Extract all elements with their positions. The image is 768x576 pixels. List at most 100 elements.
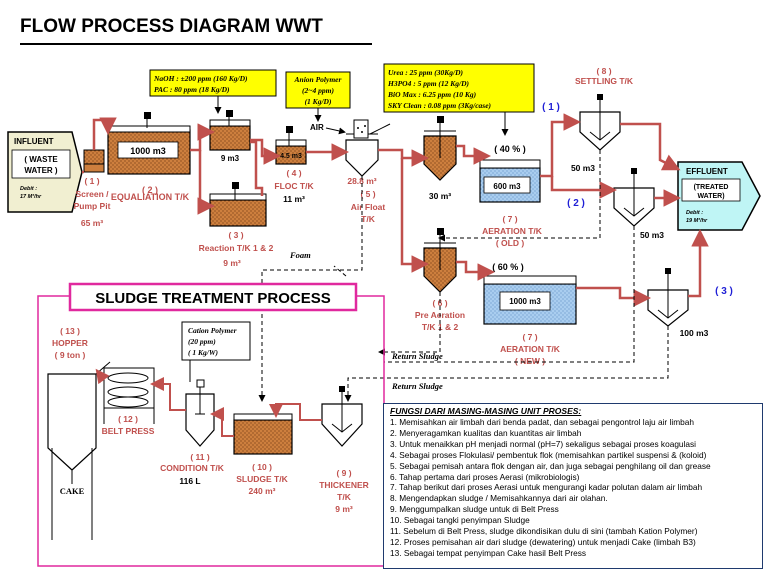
chem-box-3-line3: BiO Max : 6.25 ppm (10 Kg): [387, 90, 477, 99]
settling-series-1: ( 1 ): [542, 102, 560, 113]
legend-item: 8. Mengendapkan sludge / Memisahkannya d…: [390, 493, 608, 504]
equalization-vol: 1000 m3: [130, 146, 166, 156]
floc-num: ( 4 ): [286, 168, 301, 178]
hopper: ( 13 ) HOPPER ( 9 ton ) CAKE: [47, 326, 111, 540]
equalization-name: EQUALIATION T/K: [111, 192, 190, 202]
floc-vol-in: 4.5 m3: [280, 153, 302, 160]
settling-vol-3: 100 m3: [680, 328, 709, 338]
chem-box-1-line2: PAC : 80 ppm (18 Kg/D): [154, 85, 230, 94]
floc-tank: 4.5 m3 ( 4 ) FLOC T/K 11 m³: [274, 126, 314, 204]
thickener-num: ( 9 ): [336, 468, 351, 478]
legend-list: 1. Memisahkan air limbah dari benda pada…: [390, 417, 756, 559]
chem-box-nutrients: Urea : 25 ppm (30Kg/D) H3PO4 : 5 ppm (12…: [383, 63, 535, 113]
chem-box-3-line2: H3PO4 : 5 ppm (12 Kg/D): [387, 79, 470, 88]
legend-item: 6. Tahap pertama dari proses Aerasi (mik…: [390, 471, 580, 482]
foam-label: Foam: [289, 250, 311, 260]
legend-title: FUNGSI DARI MASING-MASING UNIT PROSES:: [390, 406, 582, 416]
thickener-name-2: T/K: [337, 492, 352, 502]
process-pipes: [82, 113, 709, 307]
equalization-num: ( 2 ): [142, 185, 158, 195]
sludge-tank: ( 10 ) SLUDGE T/K 240 m³: [233, 413, 293, 496]
legend-item: 7. Tahap berikut dari proses Aerasi untu…: [390, 482, 703, 493]
hopper-name: HOPPER: [52, 338, 88, 348]
aeration-old-name-2: ( OLD ): [496, 238, 524, 248]
return-sludge-label-1: Return Sludge: [391, 351, 443, 361]
effluent-box: EFFLUENT (TREATED WATER) Debit : 19 M³/h…: [677, 161, 761, 231]
influent-debit: Debit :: [20, 186, 37, 192]
equalization-tank: 1000 m3 ( 2 ) EQUALIATION T/K: [107, 112, 191, 202]
cation-line2: (20 ppm): [188, 337, 216, 346]
beltpress-num: ( 12 ): [118, 414, 138, 424]
effluent-flow: 19 M³/hr: [686, 217, 708, 224]
screen-num: ( 1 ): [84, 176, 99, 186]
aeration-tank-new: 1000 m3 ( 60 % ) ( 7 ) AERATION T/K ( NE…: [483, 262, 577, 366]
settling-name: SETTLING T/K: [575, 76, 634, 86]
hopper-cap: ( 9 ton ): [55, 350, 86, 360]
settling-tank-2: 50 m3 ( 2 ): [567, 168, 664, 240]
sludge-section-title-box: SLUDGE TREATMENT PROCESS: [68, 282, 358, 312]
chem-box-2-line3: (1 Kg/D): [305, 97, 332, 106]
effluent-desc-2: WATER): [697, 193, 724, 200]
aeration-old-vol: 600 m3: [493, 182, 521, 191]
thickener-name-1: THICKENER: [319, 480, 369, 490]
legend-item: 5. Sebagai pemisah antara flok dengan ai…: [390, 460, 711, 471]
reaction-vol: 9 m³: [223, 258, 241, 268]
condition-name: CONDITION T/K: [160, 463, 225, 473]
screen-pump-pit: ( 1 ) Screen / Pump Pit 65 m³: [74, 149, 111, 228]
aeration-new-vol: 1000 m3: [509, 297, 541, 306]
settling-series-2: ( 2 ): [567, 198, 585, 209]
reaction-name: Reaction T/K 1 & 2: [199, 243, 274, 253]
chem-box-2-line2: (2~4 ppm): [302, 86, 334, 95]
hopper-cake: CAKE: [60, 486, 85, 496]
influent-desc-2: WATER ): [24, 166, 58, 175]
legend-item: 2. Menyeragamkan kualitas dan kuantitas …: [390, 427, 582, 438]
equalization-label: ( 2 ): [142, 185, 158, 195]
hopper-num: ( 13 ): [60, 326, 80, 336]
cation-line1: Cation Polymer: [188, 326, 237, 335]
screen-name-1: Screen /: [75, 189, 109, 199]
sludge-num: ( 10 ): [252, 462, 272, 472]
legend-item: 13. Sebagai tempat penyimpan Cake hasil …: [390, 547, 587, 558]
cation-line3: ( 1 Kg/W): [188, 348, 219, 357]
legend-item: 9. Menggumpalkan sludge untuk di Belt Pr…: [390, 504, 559, 515]
screen-vol: 65 m³: [81, 218, 103, 228]
sludge-name: SLUDGE T/K: [236, 474, 288, 484]
settling-tank-3: 100 m3 ( 3 ): [647, 268, 733, 338]
preaeration-vol: 30 m³: [429, 191, 451, 201]
chem-box-2-line1: Anion Polymer: [294, 75, 342, 84]
reaction-tank-2: ( 3 ) Reaction T/K 1 & 2 9 m³: [199, 182, 274, 268]
reaction-tank-1: 9 m3: [209, 110, 251, 163]
settling-num: ( 8 ): [596, 66, 611, 76]
legend-item: 10. Sebagai tangki penyimpan Sludge: [390, 515, 530, 526]
aeration-new-num: ( 7 ): [522, 332, 537, 342]
thickener-vol: 9 m³: [335, 504, 353, 514]
screen-name-2: Pump Pit: [74, 201, 111, 211]
chem-box-naoh-pac: NaOH : ±200 ppm (160 Kg/D) PAC : 80 ppm …: [149, 69, 277, 97]
air-float-tank: AIR 28.8 m³ ( 5 ) Air Float T/K: [310, 119, 391, 224]
settling-tank-1: ( 8 ) SETTLING T/K 50 m3 ( 1 ): [542, 66, 634, 173]
effluent-debit: Debit :: [686, 210, 703, 216]
aeration-new-pct: ( 60 % ): [492, 262, 524, 272]
legend-item: 4. Sebagai proses Flokulasi/ pembentuk f…: [390, 449, 707, 460]
aeration-new-name-2: ( NEW ): [515, 356, 545, 366]
sludge-vol: 240 m³: [249, 486, 276, 496]
airfloat-name-1: Air Float: [351, 202, 386, 212]
page-title: FLOW PROCESS DIAGRAM WWT: [20, 16, 323, 37]
airfloat-air: AIR: [310, 123, 324, 132]
sludge-section-title: SLUDGE TREATMENT PROCESS: [95, 290, 331, 307]
floc-name: FLOC T/K: [274, 181, 314, 191]
air-arrow: [325, 127, 346, 135]
cation-polymer-box: Cation Polymer (20 ppm) ( 1 Kg/W): [181, 321, 251, 361]
aeration-old-num: ( 7 ): [502, 214, 517, 224]
pre-aeration-tank-1: 30 m³: [423, 116, 457, 201]
return-sludge-label-2: Return Sludge: [391, 381, 443, 391]
chem-box-anion: Anion Polymer (2~4 ppm) (1 Kg/D): [285, 71, 351, 109]
aeration-old-pct: ( 40 % ): [494, 144, 526, 154]
effluent-label: EFFLUENT: [686, 167, 728, 176]
chem-box-3-line4: SKY Clean : 0.08 ppm (3Kg/case): [388, 101, 492, 110]
legend-item: 11. Sebelum di Belt Press, sludge dikond…: [390, 526, 698, 537]
reaction-vol-top: 9 m3: [221, 154, 240, 163]
condition-tank: ( 11 ) CONDITION T/K 116 L: [160, 379, 225, 486]
settling-vol-1: 50 m3: [571, 163, 595, 173]
